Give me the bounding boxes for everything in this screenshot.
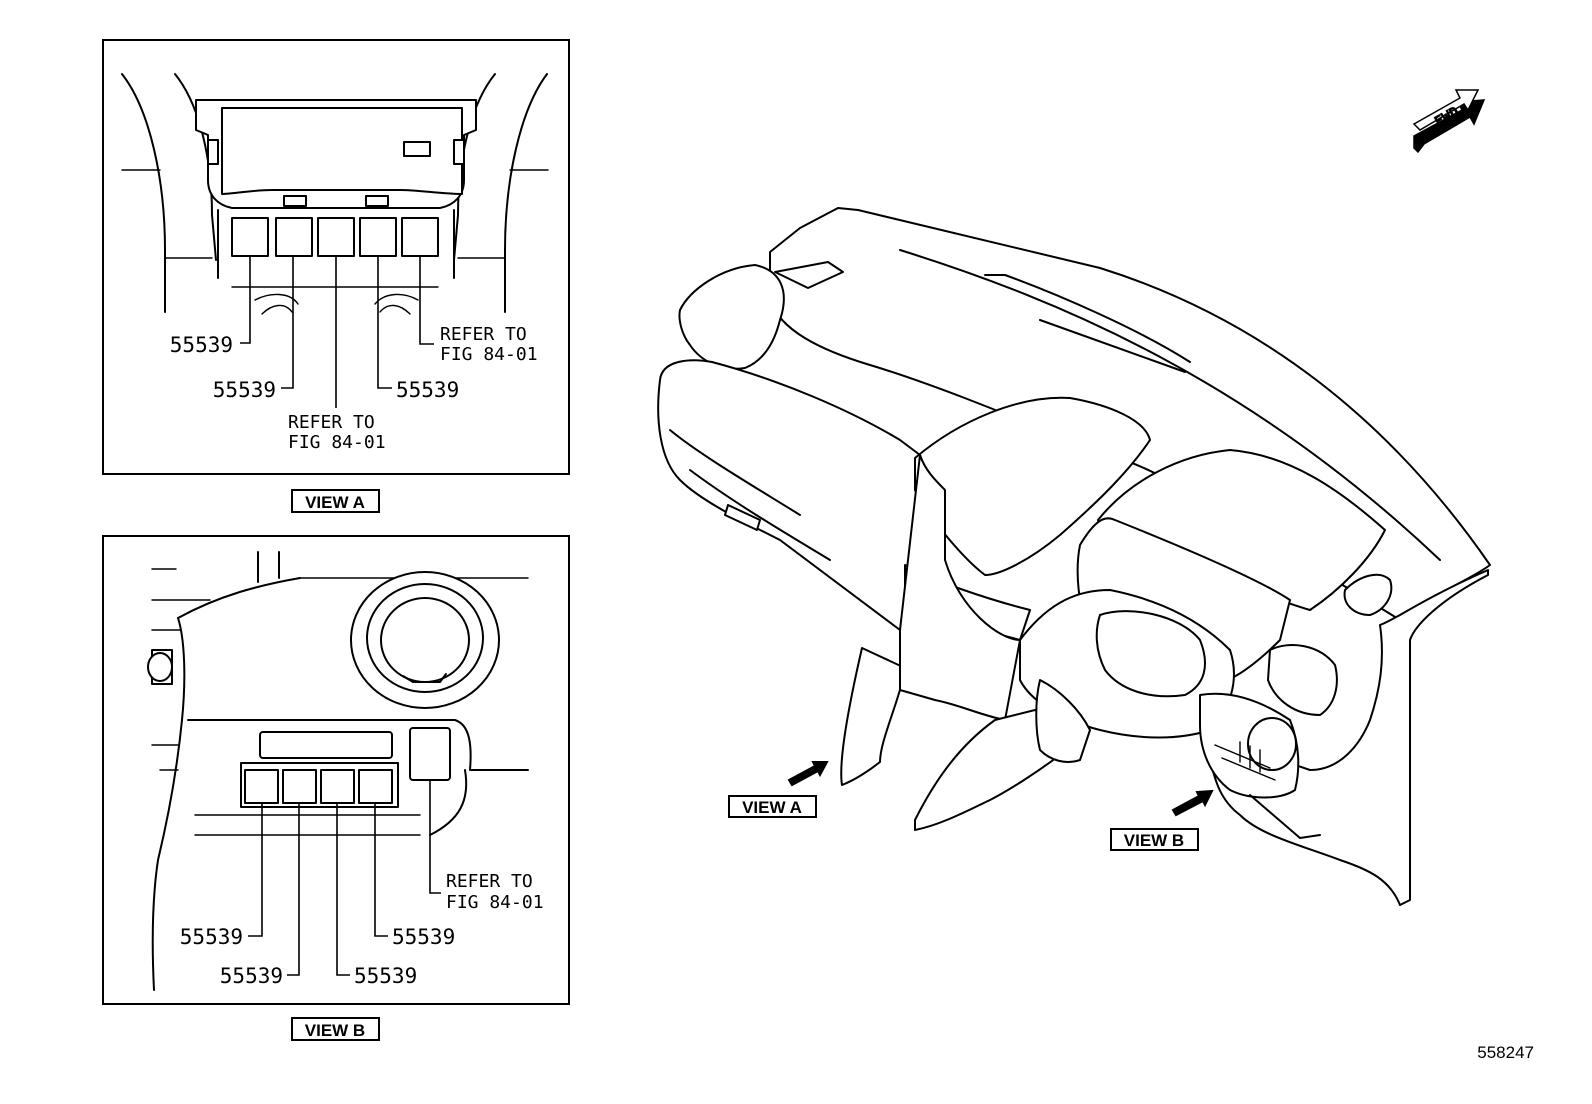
left-end-cap	[678, 264, 785, 370]
refer-label: FIG 84-01	[440, 344, 538, 365]
leader-b2	[287, 803, 300, 976]
switch-55539-a1	[231, 217, 269, 257]
switch-55539-a3	[359, 217, 397, 257]
view-b-frame	[102, 535, 570, 1005]
part-number-label: 55539	[180, 925, 243, 949]
meter-hood	[914, 396, 1151, 576]
view-b-caption: VIEW B	[291, 1017, 380, 1041]
overview-view-b-label: VIEW B	[1124, 831, 1184, 850]
switch-55539-b1	[244, 769, 279, 804]
part-number-label: 55539	[396, 378, 459, 402]
view-a-frame	[102, 39, 570, 475]
switch-refer-a1	[317, 217, 355, 257]
overview-view-a-label: VIEW A	[742, 798, 802, 817]
part-number-label: 55539	[392, 925, 455, 949]
leader-b5	[429, 780, 441, 894]
leader-a5	[419, 256, 434, 345]
fwd-arrow-icon: FWD	[1412, 89, 1486, 154]
view-a-inset: 55539 55539 55539 REFER TO FIG 84-01 REF…	[102, 39, 570, 475]
view-b-label: VIEW B	[305, 1021, 365, 1040]
view-a-caption: VIEW A	[291, 489, 380, 513]
switch-refer-b	[409, 727, 451, 781]
leader-a1	[240, 256, 251, 344]
right-vent	[1343, 573, 1393, 616]
steering-spoke-left	[121, 73, 166, 313]
refer-label: REFER TO	[440, 324, 527, 345]
steering-spoke-right	[504, 73, 548, 313]
panel-edge	[151, 617, 186, 991]
part-number-label: 55539	[170, 333, 233, 357]
leader-a2	[281, 256, 294, 389]
view-b-inset: 55539 55539 55539 55539 REFER TO FIG 84-…	[102, 535, 570, 1005]
instrument-panel-overview	[657, 207, 1491, 906]
illustration-number: 558247	[1477, 1043, 1534, 1062]
part-number-label: 55539	[220, 964, 283, 988]
leader-b3	[336, 803, 350, 976]
leader-b4	[374, 803, 388, 937]
view-a-label: VIEW A	[305, 493, 365, 512]
switch-55539-b2	[282, 769, 317, 804]
leader-a4	[377, 256, 392, 389]
switch-55539-a2	[275, 217, 313, 257]
switch-refer-a2	[401, 217, 439, 257]
switch-display	[259, 731, 393, 759]
refer-label: REFER TO	[446, 871, 533, 892]
overview-view-a-marker: VIEW A	[728, 761, 829, 818]
arrow-right-up-icon	[1171, 789, 1214, 817]
part-number-label: 55539	[213, 378, 276, 402]
knee-panel-left	[840, 647, 906, 786]
part-number-label: 55539	[354, 964, 417, 988]
refer-label: FIG 84-01	[446, 892, 544, 913]
left-side-panel	[657, 359, 921, 631]
switch-55539-b4	[358, 769, 393, 804]
overview-view-b-marker: VIEW B	[1110, 789, 1214, 851]
arrow-right-up-icon	[787, 761, 829, 787]
display-screen	[221, 107, 463, 195]
defroster-vent	[774, 261, 844, 289]
center-stack	[899, 454, 1021, 721]
refer-label: FIG 84-01	[288, 432, 386, 453]
switch-55539-b3	[320, 769, 355, 804]
refer-label: REFER TO	[288, 412, 375, 433]
leader-b1	[248, 803, 263, 937]
